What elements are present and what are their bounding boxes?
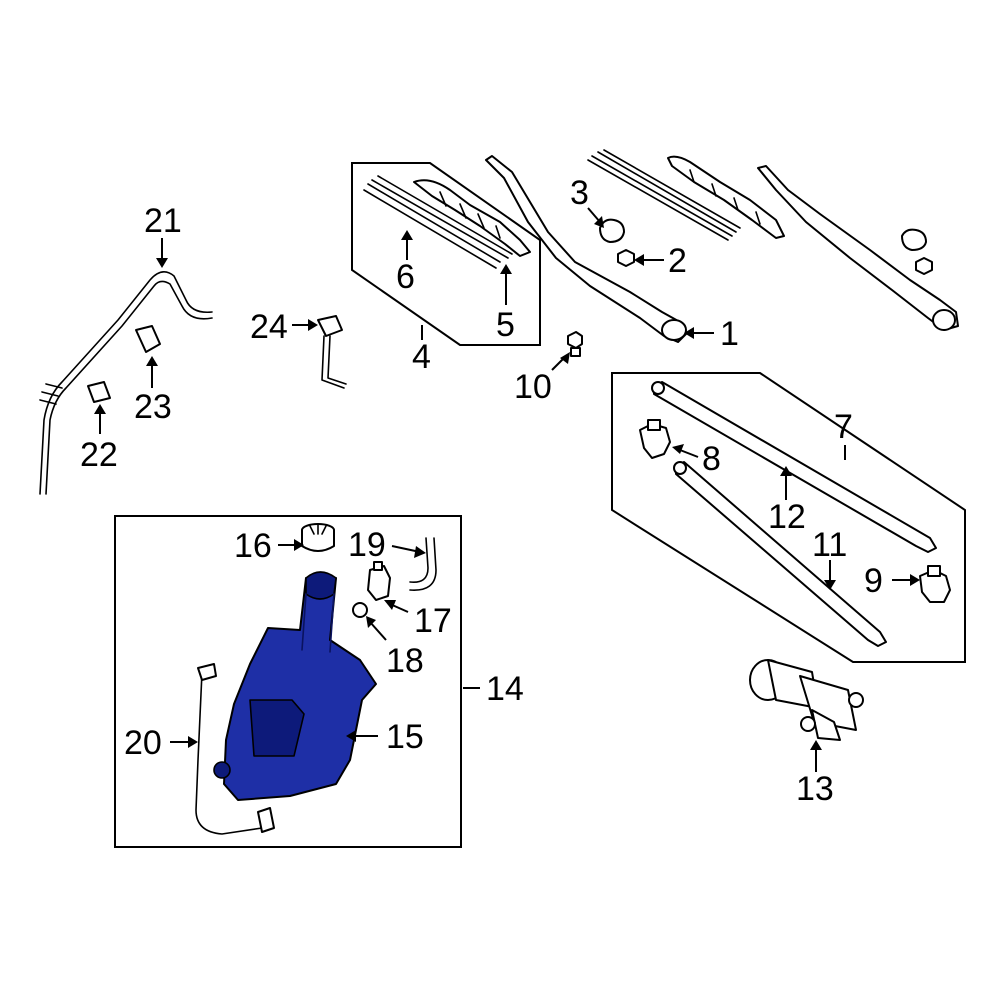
wiper-blade-passenger[interactable] bbox=[587, 149, 785, 241]
callout-8: 8 bbox=[702, 440, 721, 478]
washer-pump[interactable] bbox=[367, 561, 391, 601]
pivot-nut[interactable] bbox=[617, 249, 635, 267]
callout-7: 7 bbox=[834, 408, 853, 446]
callout-10: 10 bbox=[514, 368, 552, 406]
callout-3: 3 bbox=[570, 174, 589, 212]
callout-4: 4 bbox=[412, 338, 431, 376]
group-box-4 bbox=[351, 162, 541, 346]
group-box-14 bbox=[114, 515, 462, 848]
callout-22: 22 bbox=[80, 436, 118, 474]
wiper-linkage[interactable] bbox=[651, 381, 937, 647]
callout-15: 15 bbox=[386, 718, 424, 756]
callout-11: 11 bbox=[812, 526, 847, 564]
callout-14: 14 bbox=[486, 670, 524, 708]
callout-5: 5 bbox=[496, 306, 515, 344]
level-sensor[interactable] bbox=[195, 663, 275, 835]
washer-reservoir[interactable] bbox=[213, 571, 377, 801]
callout-21: 21 bbox=[144, 202, 182, 240]
wiper-motor[interactable] bbox=[749, 659, 864, 741]
callout-6: 6 bbox=[396, 258, 415, 296]
callout-16: 16 bbox=[234, 527, 272, 565]
callout-2: 2 bbox=[668, 242, 687, 280]
callout-9: 9 bbox=[864, 562, 883, 600]
bolt[interactable] bbox=[567, 331, 583, 357]
pivot-cap[interactable] bbox=[599, 218, 625, 243]
washer-hose[interactable] bbox=[39, 271, 213, 495]
reservoir-hose[interactable] bbox=[409, 537, 437, 591]
hose-clip-upper[interactable] bbox=[135, 325, 161, 353]
group-box-7 bbox=[611, 372, 966, 663]
callout-19: 19 bbox=[348, 526, 386, 564]
callout-1: 1 bbox=[720, 315, 739, 353]
wiper-blade-assembly[interactable] bbox=[363, 175, 531, 269]
callout-12: 12 bbox=[768, 498, 806, 536]
callout-20: 20 bbox=[124, 724, 162, 762]
pump-grommet[interactable] bbox=[352, 602, 368, 618]
callout-24: 24 bbox=[250, 308, 288, 346]
callout-13: 13 bbox=[796, 770, 834, 808]
pivot-right[interactable] bbox=[919, 565, 951, 603]
reservoir-cap[interactable] bbox=[301, 523, 335, 552]
washer-nozzle[interactable] bbox=[317, 315, 347, 389]
callout-18: 18 bbox=[386, 642, 424, 680]
callout-23: 23 bbox=[134, 388, 172, 426]
callout-17: 17 bbox=[414, 602, 452, 640]
pivot-left[interactable] bbox=[639, 419, 671, 459]
wiper-arm-passenger[interactable] bbox=[757, 165, 959, 331]
hose-clip-lower[interactable] bbox=[87, 381, 111, 403]
